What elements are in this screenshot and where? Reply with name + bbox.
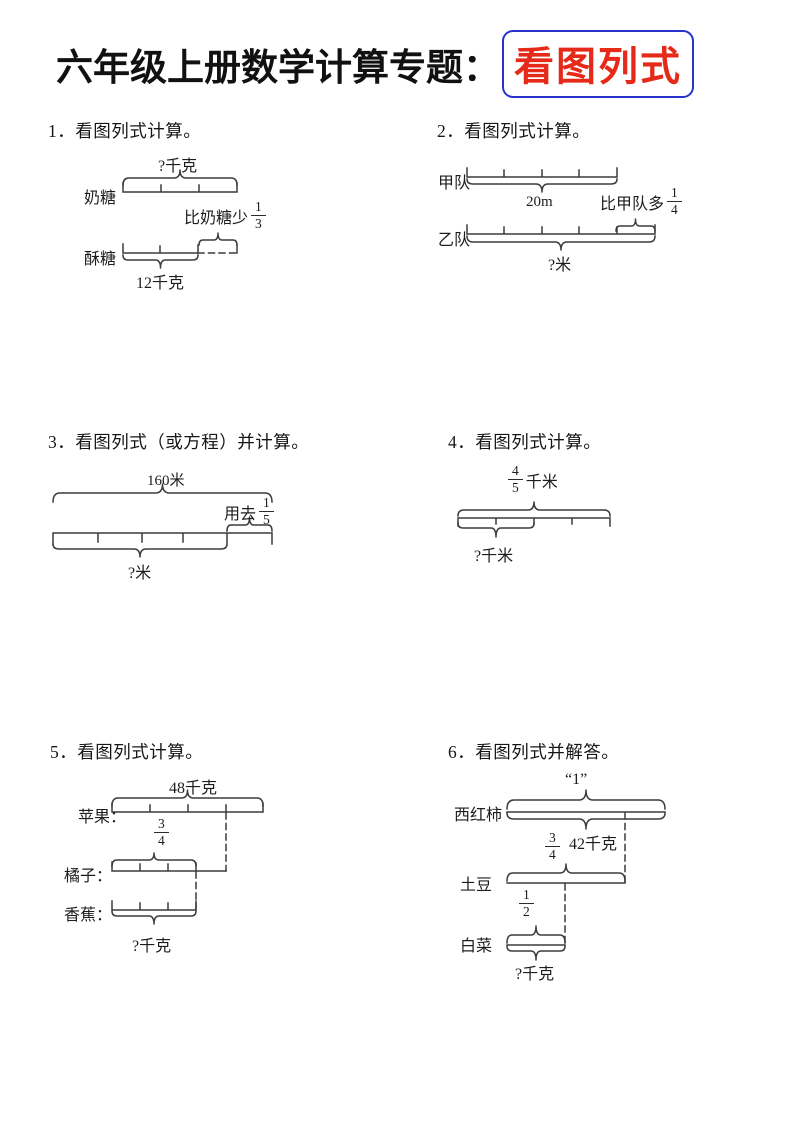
p2-note-brace (615, 218, 656, 232)
p5-bar2-name: 橘子： (64, 868, 113, 885)
p6-tomato-bottom-brace (506, 812, 666, 830)
p6-bar1-name: 西红柿 (454, 807, 503, 824)
p5-heading: 5．看图列式计算。 (50, 742, 204, 762)
p6-cabbage-bottom-brace (506, 945, 566, 961)
p5-bottom-brace (111, 910, 197, 925)
p2-bar2-name: 乙队 (438, 232, 471, 249)
p1-milk-candy-bar (122, 182, 238, 193)
p6-potato-top-brace (506, 863, 626, 882)
p2-bar1-value: 20m (526, 194, 553, 210)
p3-note-fraction: 1 5 (259, 495, 274, 527)
p1-bar2-name: 酥糖 (84, 251, 117, 268)
p5-fraction: 3 4 (154, 816, 169, 848)
p6-bar2-name: 土豆 (460, 877, 493, 894)
p5-bar3-name: 香蕉： (64, 907, 113, 924)
p3-diagram (52, 483, 273, 558)
p3-heading: 3．看图列式（或方程）并计算。 (48, 432, 310, 452)
p2-team-a-brace (466, 178, 618, 193)
p5-total-label: 48千克 (169, 780, 218, 797)
p5-apple-bar (111, 802, 264, 813)
p4-bottom-brace (457, 522, 535, 538)
p1-top-brace (122, 169, 238, 186)
p6-unit-label: “1” (565, 771, 588, 788)
p3-total-label: 160米 (147, 473, 185, 489)
p2-note-text: 比甲队多 (600, 195, 665, 213)
p1-bar1-name: 奶糖 (84, 190, 117, 207)
p3-note: 用去 1 5 (224, 495, 274, 527)
p1-note-fraction: 1 3 (251, 199, 266, 231)
p3-bar (52, 532, 273, 545)
p4-heading: 4．看图列式计算。 (448, 432, 602, 452)
p1-note-brace (198, 232, 238, 246)
p5-orange-brace (111, 852, 197, 867)
p4-bottom-value: ?千米 (474, 548, 514, 565)
p1-bottom-value: 12千克 (136, 275, 185, 292)
p2-team-b-brace (466, 235, 656, 251)
p2-bottom-value: ?米 (548, 257, 572, 274)
p6-bar3-name: 白菜 (460, 938, 493, 955)
p6-fraction-2: 1 2 (519, 887, 534, 919)
p1-note-text: 比奶糖少 (184, 209, 249, 227)
p2-team-a-bar (466, 167, 618, 178)
p3-bottom-brace (52, 543, 228, 558)
p5-diagram (111, 789, 264, 925)
p2-team-b-bar (466, 224, 656, 235)
p1-note: 比奶糖少 1 3 (184, 199, 266, 231)
p1-bottom-brace (122, 254, 199, 269)
p1-crisp-candy-bar (122, 243, 199, 254)
p1-total-label: ?千克 (158, 158, 198, 175)
p2-bar1-name: 甲队 (438, 175, 471, 192)
p6-bar1-value: 42千克 (569, 836, 618, 853)
p6-heading: 6．看图列式并解答。 (448, 742, 620, 762)
p5-banana-bar (111, 900, 197, 911)
p5-top-brace (111, 789, 264, 807)
p4-top-unit: 千米 (525, 473, 558, 491)
p5-bar1-name: 苹果： (78, 809, 127, 826)
p3-note-text: 用去 (224, 505, 257, 523)
p6-tomato-top-brace (506, 789, 666, 810)
page-title: 六年级上册数学计算专题： 看图列式 (56, 30, 694, 98)
p6-diagram (506, 789, 666, 961)
p6-fraction-1: 3 4 (545, 830, 560, 862)
p2-note-fraction: 1 4 (667, 185, 682, 217)
p5-bottom-value: ?千克 (132, 938, 172, 955)
p6-bottom-value: ?千克 (515, 966, 555, 983)
p3-top-brace (52, 483, 273, 503)
title-highlight: 看图列式 (514, 44, 682, 89)
p2-note: 比甲队多 1 4 (600, 185, 682, 217)
p1-heading: 1．看图列式计算。 (48, 121, 202, 141)
p1-diagram (122, 169, 238, 269)
p2-heading: 2．看图列式计算。 (437, 121, 591, 141)
p4-bar (457, 517, 611, 527)
title-highlight-box: 看图列式 (502, 30, 694, 98)
p2-diagram (466, 167, 656, 251)
p3-bottom-value: ?米 (128, 565, 152, 582)
p4-diagram (457, 501, 611, 538)
p5-orange-bar (111, 861, 227, 872)
p6-cabbage-top-brace (506, 925, 566, 944)
p4-top-label: 4 5 千米 (508, 463, 558, 495)
p4-top-brace (457, 501, 611, 517)
p4-top-fraction: 4 5 (508, 463, 523, 495)
title-prefix: 六年级上册数学计算专题： (56, 48, 500, 89)
p3-note-brace (226, 516, 273, 532)
